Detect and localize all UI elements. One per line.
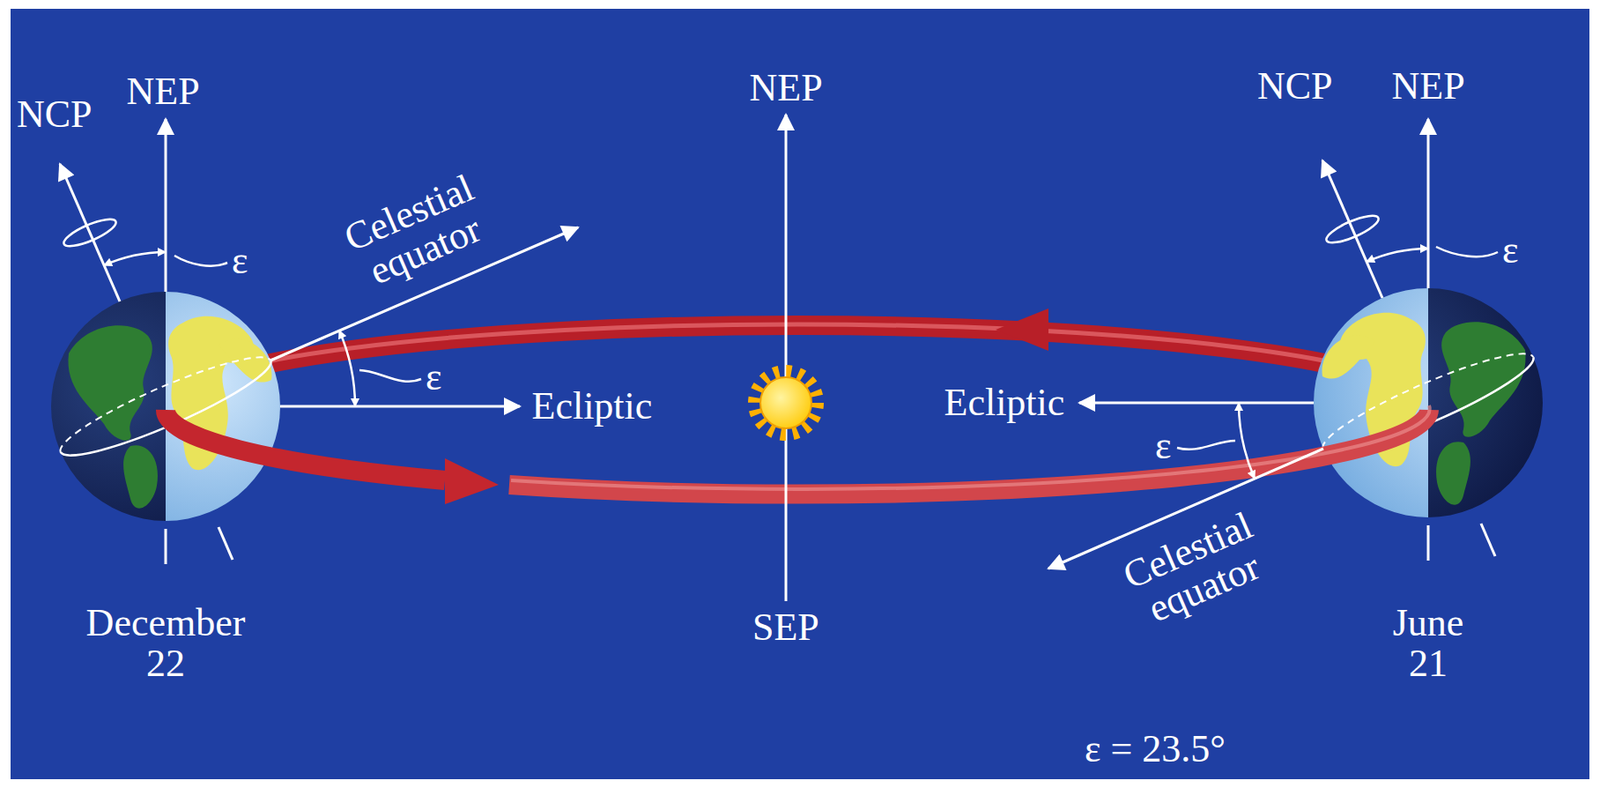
obliquity-note: ε = 23.5° [1084,728,1226,770]
angle-symbol: ε [231,240,248,282]
ecliptic-pole-axis [785,114,788,601]
angle-symbol: ε [1502,229,1519,271]
pole-label: NEP [749,67,823,109]
earth-december [50,290,282,522]
pole-label: NEP [1392,66,1466,107]
plane-label: Celestial equator [329,163,504,300]
pole-label: NCP [1257,66,1334,107]
axis-lines-june [1048,118,1498,569]
plane-label: Ecliptic [944,382,1066,423]
earth-june [1312,287,1544,519]
angle-symbol: ε [1155,425,1171,467]
date-label: June 21 [1384,602,1473,684]
plane-label: Celestial equator [1108,501,1282,638]
date-label: December 22 [77,602,254,684]
pole-label: SEP [752,607,820,648]
background-panel [10,8,1590,779]
pole-label: NEP [126,71,200,112]
sun-symbol [754,370,818,435]
pole-label: NCP [16,94,93,135]
plane-label: Ecliptic [532,385,653,427]
angle-symbol: ε [425,356,442,398]
axis-lines-december [59,118,578,564]
